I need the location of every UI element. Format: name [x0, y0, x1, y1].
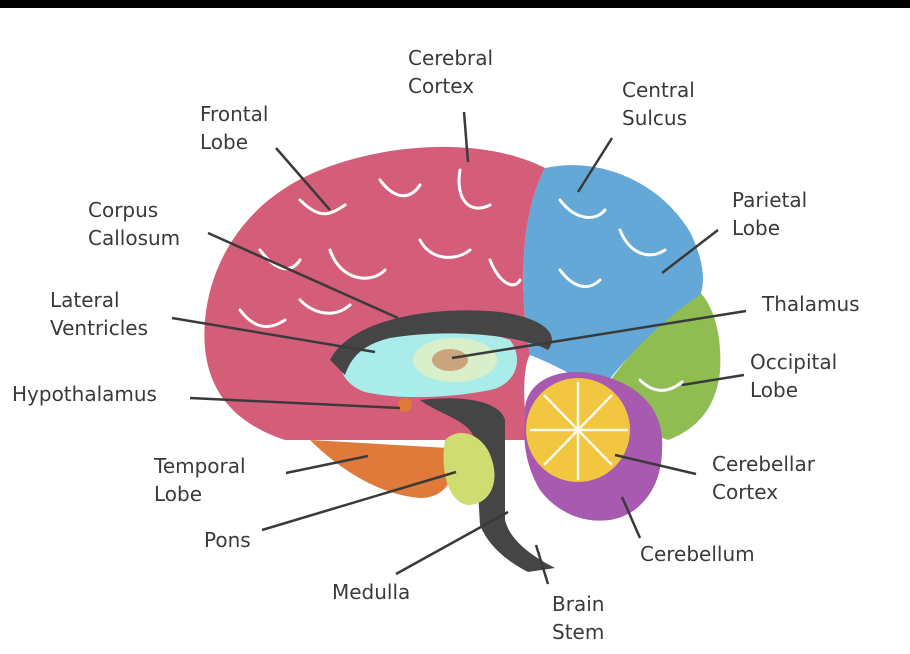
label-line: Lobe	[200, 130, 249, 154]
label-line: Lateral	[50, 288, 120, 312]
label-corpus-callosum: Corpus Callosum	[88, 196, 180, 252]
leader-medulla	[395, 510, 509, 576]
label-thalamus: Thalamus	[762, 290, 860, 318]
label-line: Sulcus	[622, 106, 688, 130]
label-line: Occipital	[750, 350, 838, 374]
leader-corpus-callosum	[207, 231, 399, 320]
leader-cerebral-cortex	[462, 111, 470, 163]
leader-cerebellum	[620, 496, 642, 539]
label-line: Cerebral	[408, 46, 494, 70]
label-brain-stem: Brain Stem	[552, 590, 604, 646]
top-border	[0, 0, 910, 8]
pons-region	[443, 432, 495, 505]
leader-central-sulcus	[576, 137, 614, 193]
leader-pons	[261, 470, 457, 532]
gyri-lines	[238, 168, 684, 392]
leader-hypothalamus	[189, 396, 401, 410]
thalamus-core	[432, 349, 468, 371]
leader-thalamus	[451, 309, 747, 360]
label-medulla: Medulla	[332, 578, 410, 606]
label-line: Thalamus	[762, 292, 860, 316]
parietal-lobe-region	[523, 165, 703, 392]
label-cerebral-cortex: Cerebral Cortex	[408, 44, 493, 100]
label-line: Brain	[552, 592, 605, 616]
label-line: Lobe	[732, 216, 781, 240]
leader-occipital-lobe	[681, 373, 745, 387]
label-parietal-lobe: Parietal Lobe	[732, 186, 807, 242]
leader-cerebellar-cortex	[614, 453, 697, 476]
label-hypothalamus: Hypothalamus	[12, 380, 157, 408]
hypothalamus-region	[398, 398, 412, 412]
label-lateral-ventricles: Lateral Ventricles	[50, 286, 148, 342]
label-temporal-lobe: Temporal Lobe	[154, 452, 246, 508]
corpus-callosum-region	[330, 310, 552, 375]
label-occipital-lobe: Occipital Lobe	[750, 348, 837, 404]
label-line: Corpus	[88, 198, 159, 222]
leader-frontal-lobe	[275, 147, 331, 211]
label-line: Parietal	[732, 188, 808, 212]
label-line: Cortex	[408, 74, 475, 98]
temporal-lobe-region	[310, 440, 453, 498]
label-line: Hypothalamus	[12, 382, 157, 406]
leader-temporal-lobe	[285, 454, 369, 475]
label-line: Lobe	[750, 378, 799, 402]
label-cerebellum: Cerebellum	[640, 540, 755, 568]
label-line: Cortex	[712, 480, 779, 504]
leader-brain-stem	[534, 544, 550, 585]
leader-lines	[171, 111, 747, 585]
leader-lateral-ventricles	[171, 316, 376, 354]
label-line: Ventricles	[50, 316, 149, 340]
label-line: Temporal	[154, 454, 246, 478]
label-pons: Pons	[204, 526, 251, 554]
cerebellar-folds	[530, 382, 628, 480]
label-frontal-lobe: Frontal Lobe	[200, 100, 268, 156]
label-line: Frontal	[200, 102, 269, 126]
leader-parietal-lobe	[661, 229, 719, 274]
label-line: Cerebellar	[712, 452, 815, 476]
label-line: Medulla	[332, 580, 411, 604]
label-line: Cerebellum	[640, 542, 755, 566]
frontal-lobe-region	[204, 146, 545, 440]
label-line: Callosum	[88, 226, 181, 250]
label-line: Central	[622, 78, 695, 102]
label-line: Pons	[204, 528, 251, 552]
label-line: Lobe	[154, 482, 203, 506]
label-line: Stem	[552, 620, 605, 644]
label-cerebellar-cortex: Cerebellar Cortex	[712, 450, 815, 506]
label-central-sulcus: Central Sulcus	[622, 76, 695, 132]
